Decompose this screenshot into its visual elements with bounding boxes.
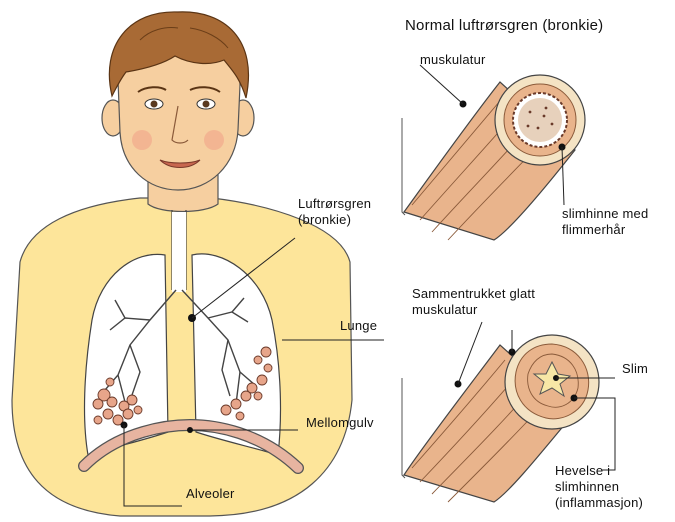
label-mellomgulv: Mellomgulv <box>306 415 374 431</box>
label-muskulatur: muskulatur <box>420 52 486 68</box>
label-alveoler: Alveoler <box>186 486 235 502</box>
head <box>102 12 254 190</box>
label-lunge: Lunge <box>340 318 377 334</box>
label-bronkie: Luftrørsgren (bronkie) <box>298 196 371 228</box>
label-sammentrukket: Sammentrukket glatt muskulatur <box>412 286 535 318</box>
label-slim: Slim <box>622 361 648 377</box>
label-hevelse: Hevelse i slimhinnen (inflammasjon) <box>555 463 643 511</box>
normal-bronchus <box>402 75 585 240</box>
normal-bronchus-title: Normal luftrørsgren (bronkie) <box>405 17 603 35</box>
label-slimhinne: slimhinne med flimmerhår <box>562 206 648 238</box>
